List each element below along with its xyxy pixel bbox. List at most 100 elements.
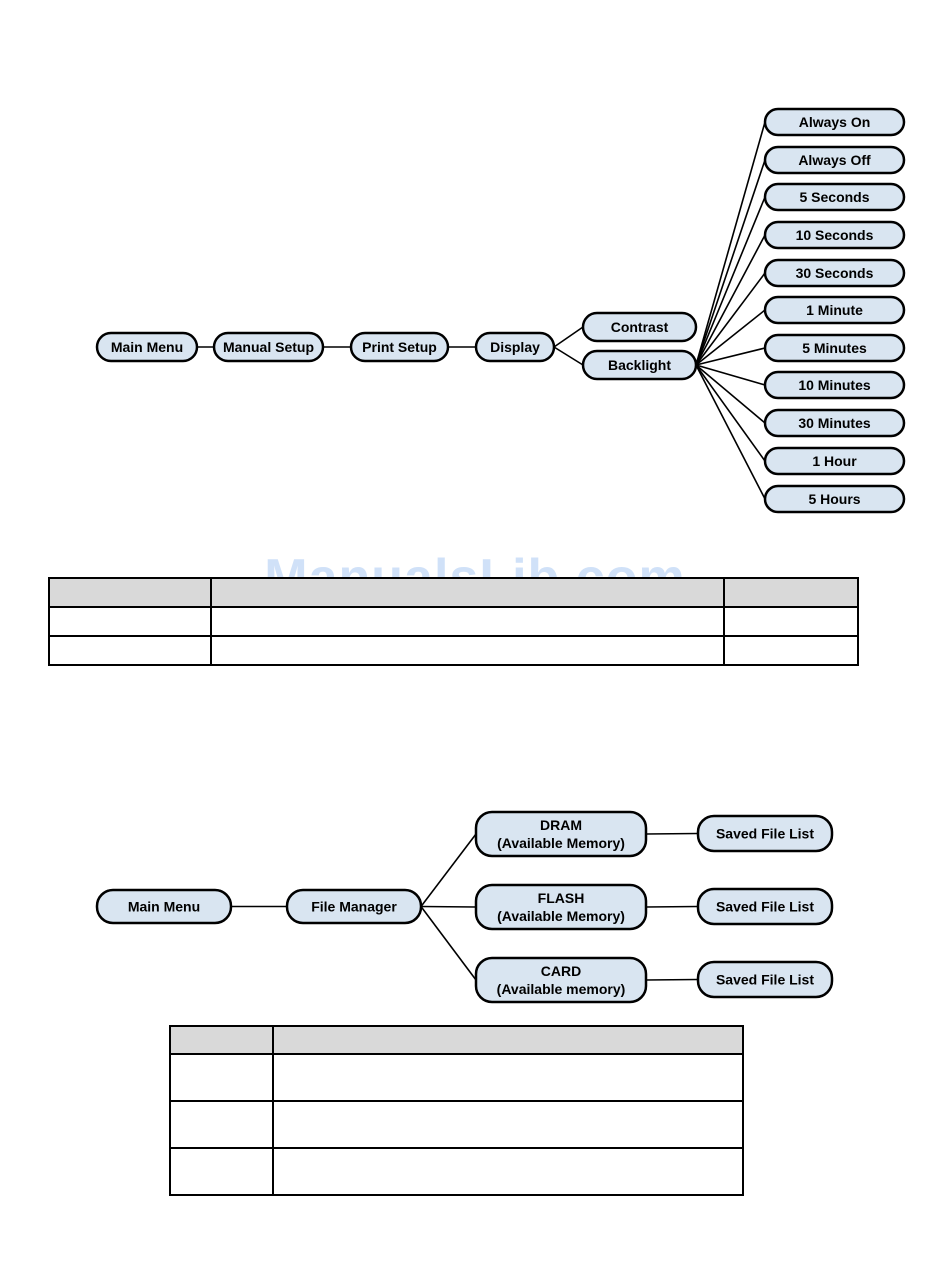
node-label: Always On xyxy=(799,114,871,130)
node-box xyxy=(763,295,906,325)
connector-line xyxy=(695,234,766,366)
node-box xyxy=(285,888,423,925)
table-cell xyxy=(272,1025,744,1055)
node-label: Saved File List xyxy=(716,972,814,988)
node-always-on: Always On xyxy=(763,107,906,137)
node-main-menu: Main Menu xyxy=(95,888,233,925)
display-settings-table xyxy=(48,577,859,666)
node-label: DRAM(Available Memory) xyxy=(497,817,625,851)
table-cell xyxy=(272,1147,744,1196)
node-box xyxy=(581,311,698,343)
table-row xyxy=(48,635,859,666)
table-header-row xyxy=(169,1025,744,1055)
node-box xyxy=(95,331,199,363)
node-label: 5 Minutes xyxy=(802,340,867,356)
node-box xyxy=(763,182,906,212)
node-backlight: Backlight xyxy=(581,349,698,381)
node-hour5: 5 Hours xyxy=(763,484,906,514)
table-cell xyxy=(272,1053,744,1102)
node-saved1: Saved File List xyxy=(696,814,834,853)
connector-line xyxy=(645,832,699,835)
connector-line xyxy=(553,346,584,366)
connector-line xyxy=(645,905,699,908)
table-cell xyxy=(169,1147,274,1196)
node-box xyxy=(474,331,556,363)
connector-line xyxy=(695,347,766,366)
connector-line xyxy=(420,833,477,907)
connector-line xyxy=(695,364,766,424)
connector-line xyxy=(695,272,766,366)
table-cell xyxy=(210,606,725,637)
node-box xyxy=(696,887,834,926)
node-saved3: Saved File List xyxy=(696,960,834,999)
node-box xyxy=(696,960,834,999)
node-box xyxy=(763,107,906,137)
file-manager-diagram: Main Menu File Manager DRAM(Available Memo… xyxy=(95,810,834,1004)
node-box xyxy=(474,883,648,931)
node-label: 1 Minute xyxy=(806,302,863,318)
table-cell xyxy=(48,577,212,608)
table-cell xyxy=(723,577,859,608)
node-label: Manual Setup xyxy=(223,339,314,355)
node-saved2: Saved File List xyxy=(696,887,834,926)
node-hour1: 1 Hour xyxy=(763,446,906,476)
node-label: 10 Seconds xyxy=(796,227,874,243)
node-label: Contrast xyxy=(611,319,669,335)
node-label: Main Menu xyxy=(128,899,200,915)
node-card: CARD(Available memory) xyxy=(474,956,648,1004)
node-sec30: 30 Seconds xyxy=(763,258,906,288)
node-box xyxy=(474,810,648,858)
node-label: Saved File List xyxy=(716,899,814,915)
node-box xyxy=(763,258,906,288)
connector-line xyxy=(420,905,477,908)
connector-line xyxy=(695,196,766,366)
node-min1: 1 Minute xyxy=(763,295,906,325)
connector-line xyxy=(695,364,766,386)
file-manager-table xyxy=(169,1025,744,1196)
node-box xyxy=(95,888,233,925)
node-sec5: 5 Seconds xyxy=(763,182,906,212)
table-cell xyxy=(48,635,212,666)
node-label: 1 Hour xyxy=(812,453,857,469)
connector-line xyxy=(695,364,766,462)
table-cell xyxy=(169,1053,274,1102)
connector-line xyxy=(553,326,584,348)
table-cell xyxy=(210,635,725,666)
table-cell xyxy=(723,606,859,637)
node-label: 5 Hours xyxy=(808,491,860,507)
table-cell xyxy=(48,606,212,637)
node-min10: 10 Minutes xyxy=(763,370,906,400)
node-main-menu: Main Menu xyxy=(95,331,199,363)
table-cell xyxy=(272,1100,744,1149)
table-cell xyxy=(210,577,725,608)
table-header-row xyxy=(48,577,859,608)
node-box xyxy=(763,145,906,175)
node-label: 5 Seconds xyxy=(799,189,869,205)
node-label: Display xyxy=(490,339,540,355)
connector-line xyxy=(645,978,699,981)
connector-line xyxy=(695,364,766,500)
node-manual-setup: Manual Setup xyxy=(212,331,325,363)
table-cell xyxy=(169,1025,274,1055)
node-dram: DRAM(Available Memory) xyxy=(474,810,648,858)
node-display: Display xyxy=(474,331,556,363)
table-row xyxy=(169,1100,744,1149)
node-label: FLASH(Available Memory) xyxy=(497,890,625,924)
node-label: Backlight xyxy=(608,357,671,373)
node-label: 30 Minutes xyxy=(798,415,871,431)
node-min5: 5 Minutes xyxy=(763,333,906,363)
node-box xyxy=(474,956,648,1004)
table-row xyxy=(48,606,859,637)
node-box xyxy=(696,814,834,853)
table-cell xyxy=(723,635,859,666)
node-box xyxy=(581,349,698,381)
node-box xyxy=(763,370,906,400)
connector-line xyxy=(695,121,766,366)
node-sec10: 10 Seconds xyxy=(763,220,906,250)
node-contrast: Contrast xyxy=(581,311,698,343)
connector-line xyxy=(695,159,766,366)
node-label: File Manager xyxy=(311,899,397,915)
node-always-off: Always Off xyxy=(763,145,906,175)
table-row xyxy=(169,1147,744,1196)
